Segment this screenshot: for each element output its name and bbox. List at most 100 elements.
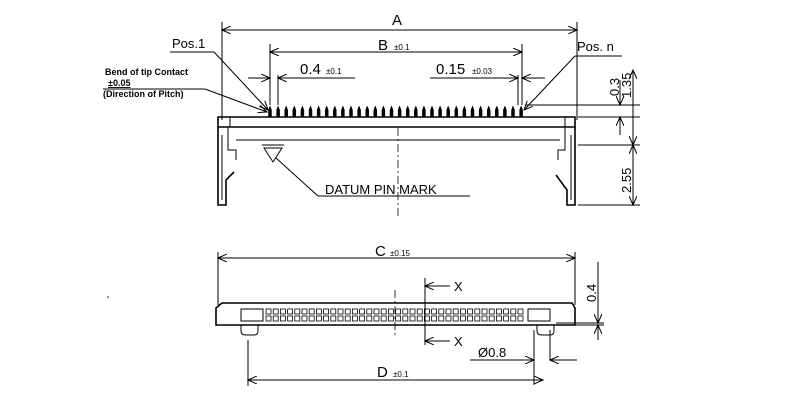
contact-pin [292,105,297,117]
section-x-bottom: X [454,334,463,349]
contact-cell [308,308,315,315]
contact-pin [478,105,483,117]
pos-n-label: Pos. n [577,39,614,54]
hole-diameter-label: Ø0.8 [478,345,506,360]
contact-pin [470,105,475,117]
contact-pin [397,105,402,117]
contact-pin [405,105,410,117]
contact-cell [438,315,445,322]
contact-cell [452,308,459,315]
datum-triangle-icon [263,147,283,163]
contact-pin [486,105,491,117]
contact-cell [459,315,466,322]
pos-1-label: Pos.1 [172,36,205,51]
contact-pin [284,105,288,117]
contact-cell [373,308,380,315]
section-x-top: X [454,279,463,294]
contact-pin [324,105,329,117]
contact-cell [416,315,423,322]
contact-cell [438,308,445,315]
contact-cell [452,315,459,322]
contact-pin [276,105,280,117]
contact-cell [337,315,344,322]
contact-cell [503,315,510,322]
contact-pins [268,105,523,117]
contact-cell [301,308,308,315]
pitch-tolerance: ±0.1 [326,67,342,76]
contact-cell [279,308,286,315]
contact-cell [402,308,409,315]
contact-cell [287,308,294,315]
contact-pin [414,105,418,117]
contact-pin [341,105,345,117]
left-peg [240,325,259,336]
contact-cell [287,315,294,322]
contact-cell [351,308,358,315]
contact-cell [488,308,495,315]
dim-0-3: 0.3 [607,78,622,96]
right-peg [536,325,555,336]
contact-cell [423,308,430,315]
dimension-d-tolerance: ±0.1 [393,370,409,379]
dim-2-55: 2.55 [619,168,634,193]
contact-cell [373,315,380,322]
contact-cell [380,315,387,322]
contact-pin [519,105,523,117]
dimension-b-label: B [378,37,388,54]
contact-cell [337,308,344,315]
contact-cell [330,308,337,315]
contact-pin [333,105,337,117]
contact-pin [430,105,434,117]
contact-pin [381,105,386,117]
contact-cell [359,308,366,315]
contact-cell [503,308,510,315]
contact-cell [387,315,394,322]
contact-cell [272,315,279,322]
contact-pin [503,105,507,117]
contact-cell [265,308,272,315]
dimension-d-label: D [377,364,388,381]
contact-cell [423,315,430,322]
contact-cell [279,315,286,322]
dim-1-35: 1.35 [619,73,634,98]
contact-cell [387,308,394,315]
contact-pin [357,105,361,117]
contact-cell [351,315,358,322]
top-view: A B ±0.1 0.4 ±0.1 0.15 ±0.03 Pos.1 Pos. … [103,12,640,216]
contact-cell [510,308,517,315]
dimension-b-tolerance: ±0.1 [394,43,410,52]
contact-cell [481,308,488,315]
contact-cell [366,308,373,315]
contact-cell [323,315,330,322]
right-latch [555,127,576,206]
contact-cell [495,315,502,322]
contact-cell [294,315,301,322]
contact-cell [308,315,315,322]
contact-cell [344,308,351,315]
contact-cell [459,308,466,315]
width-tolerance: ±0.03 [472,67,493,76]
contact-cell [330,315,337,322]
contact-cell [445,315,452,322]
dimension-c-tolerance: ±0.15 [390,249,411,258]
contact-cell [395,315,402,322]
contact-cell [481,315,488,322]
contact-cell [323,308,330,315]
contact-cell [380,308,387,315]
contact-cell [301,315,308,322]
contact-row [265,308,524,322]
contact-cell [445,308,452,315]
contact-pin [495,105,499,117]
datum-pin-mark-label: DATUM PIN MARK [325,182,437,197]
contact-cell [467,315,474,322]
contact-cell [344,315,351,322]
contact-pin [462,105,467,117]
contact-pin [446,105,450,117]
contact-cell [431,308,438,315]
width-label: 0.15 [436,61,465,78]
contact-pin [308,105,313,117]
contact-cell [409,315,416,322]
contact-cell [409,308,416,315]
contact-cell [359,315,366,322]
